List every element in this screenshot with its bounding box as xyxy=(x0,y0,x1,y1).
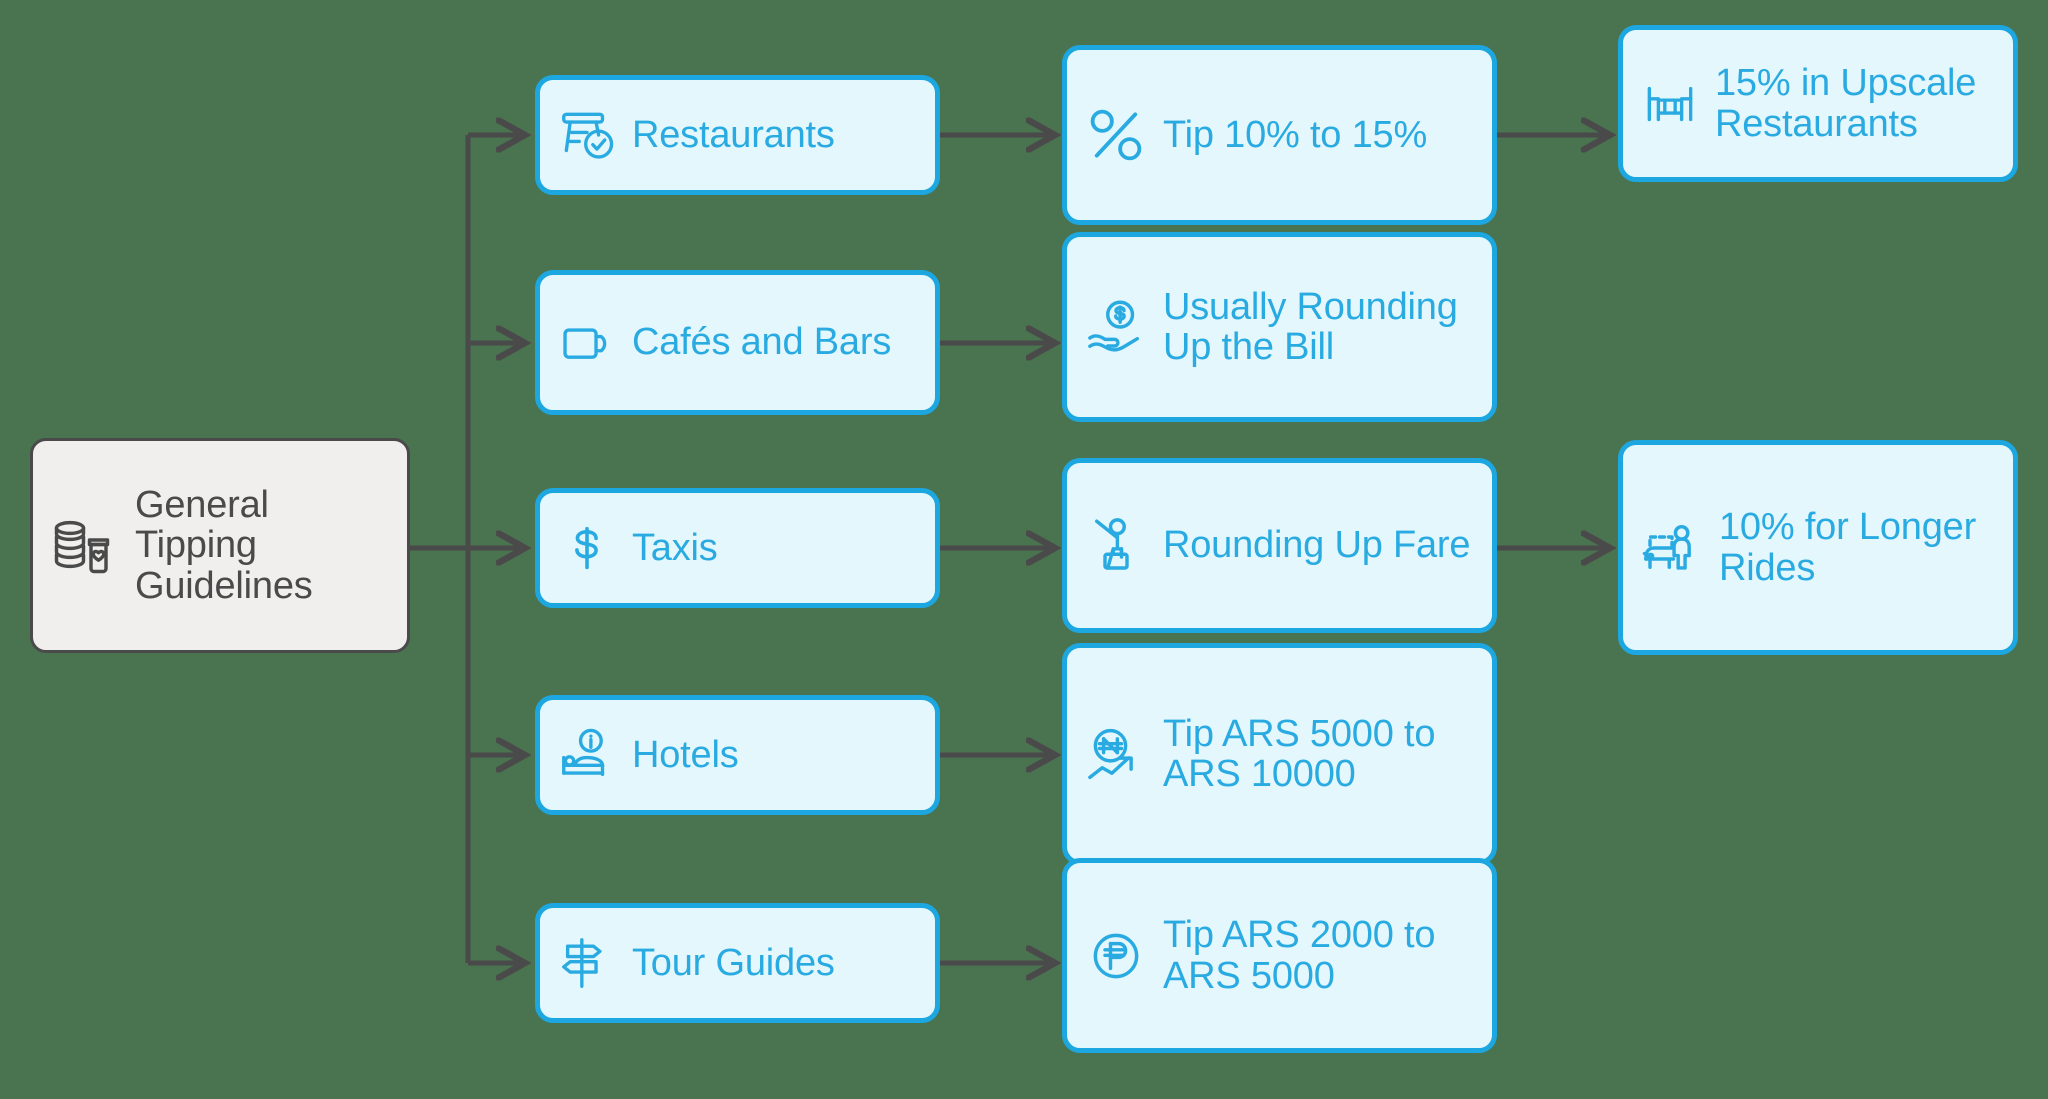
taxi-passenger-icon xyxy=(1639,515,1705,581)
node-taxis[interactable]: Taxis xyxy=(535,488,940,608)
peso-coin-icon xyxy=(1083,923,1149,989)
table-chairs-icon xyxy=(1639,73,1701,135)
node-hotels[interactable]: Hotels xyxy=(535,695,940,815)
node-label: Tip ARS 5000 to ARS 10000 xyxy=(1163,712,1436,795)
coffee-mug-icon xyxy=(556,312,618,374)
node-label: Rounding Up Fare xyxy=(1163,524,1471,567)
node-tip-ars-5000-10000[interactable]: Tip ARS 5000 to ARS 10000 xyxy=(1062,643,1497,865)
recommendation-to-extra-edges xyxy=(1497,135,1610,548)
node-label: Tip ARS 2000 to ARS 5000 xyxy=(1163,914,1436,997)
node-rounding-up-fare[interactable]: Rounding Up Fare xyxy=(1062,458,1497,633)
node-rounding-up-bill[interactable]: Usually Rounding Up the Bill xyxy=(1062,232,1497,422)
node-label: Cafés and Bars xyxy=(632,321,892,364)
hand-coin-icon xyxy=(1083,294,1149,360)
node-label: Taxis xyxy=(632,526,718,569)
coins-tip-jar-icon xyxy=(49,510,121,582)
node-restaurants[interactable]: Restaurants xyxy=(535,75,940,195)
dining-table-check-icon xyxy=(556,104,618,166)
node-tip-ars-2000-5000[interactable]: Tip ARS 2000 to ARS 5000 xyxy=(1062,858,1497,1053)
node-15-percent-upscale-restaurants[interactable]: 15% in Upscale Restaurants xyxy=(1618,25,2018,182)
currency-rising-arrow-icon xyxy=(1083,721,1149,787)
node-10-percent-longer-rides[interactable]: 10% for Longer Rides xyxy=(1618,440,2018,655)
node-label: Tip 10% to 15% xyxy=(1163,113,1428,156)
node-label: Hotels xyxy=(632,733,739,776)
person-hailing-icon xyxy=(1083,513,1149,579)
node-label: Restaurants xyxy=(632,113,835,156)
root-branch-edges xyxy=(410,135,525,963)
node-tip-10-to-15[interactable]: Tip 10% to 15% xyxy=(1062,45,1497,225)
node-label: 10% for Longer Rides xyxy=(1719,506,1977,589)
category-to-recommendation-edges xyxy=(940,135,1055,963)
node-label: Tour Guides xyxy=(632,941,835,984)
node-tour-guides[interactable]: Tour Guides xyxy=(535,903,940,1023)
dollar-sign-icon xyxy=(556,517,618,579)
node-label: 15% in Upscale Restaurants xyxy=(1715,62,1977,145)
node-general-tipping-guidelines[interactable]: General Tipping Guidelines xyxy=(30,438,410,653)
percent-icon xyxy=(1083,102,1149,168)
node-label: Usually Rounding Up the Bill xyxy=(1163,285,1458,368)
node-label: General Tipping Guidelines xyxy=(135,484,313,607)
hotel-bed-info-icon xyxy=(556,724,618,786)
signpost-icon xyxy=(556,932,618,994)
node-cafes-and-bars[interactable]: Cafés and Bars xyxy=(535,270,940,415)
